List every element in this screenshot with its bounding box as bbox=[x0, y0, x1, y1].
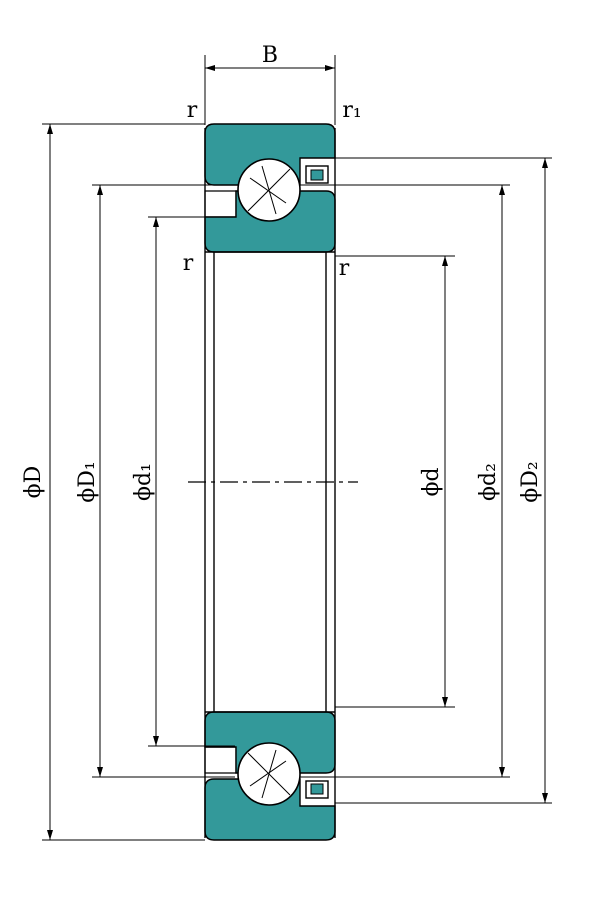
label-d1-outer: ϕD₁ bbox=[75, 461, 100, 502]
top-cage-insert bbox=[310, 169, 324, 181]
arrowhead bbox=[97, 767, 103, 777]
top-outer-ring bbox=[204, 123, 336, 186]
dimension-lines bbox=[47, 65, 548, 840]
bottom-cage-insert bbox=[310, 783, 324, 795]
arrowhead bbox=[153, 217, 159, 227]
top-inner-groove bbox=[204, 190, 237, 218]
label-bore-diameter: ϕd bbox=[419, 467, 444, 496]
label-d1-inner: ϕd₁ bbox=[131, 463, 156, 501]
label-r-inner-left: r bbox=[183, 251, 194, 276]
label-width-b: B bbox=[262, 43, 278, 68]
label-d2-outer: ϕD₂ bbox=[518, 461, 543, 502]
bottom-inner-groove bbox=[204, 746, 237, 774]
arrowhead bbox=[97, 185, 103, 195]
bottom-ball-line bbox=[261, 749, 277, 799]
arrowhead bbox=[205, 65, 215, 71]
label-r1-top-right: r₁ bbox=[342, 98, 361, 123]
arrowhead bbox=[47, 830, 53, 840]
bottom-ball-line bbox=[249, 760, 287, 787]
arrowhead bbox=[542, 158, 548, 168]
arrowhead bbox=[542, 793, 548, 803]
bottom-outer-ring bbox=[204, 778, 336, 841]
label-outer-diameter: ϕD bbox=[21, 466, 46, 499]
top-ball-line bbox=[261, 165, 277, 215]
arrowhead bbox=[499, 767, 505, 777]
label-r-inner-right: r bbox=[339, 256, 350, 281]
arrowhead bbox=[499, 185, 505, 195]
arrowhead bbox=[153, 736, 159, 746]
top-ball-line bbox=[249, 177, 287, 204]
extension-lines bbox=[42, 55, 552, 841]
arrowhead bbox=[442, 697, 448, 707]
arrowhead bbox=[325, 65, 335, 71]
label-d2-inner: ϕd₂ bbox=[476, 463, 501, 501]
arrowhead bbox=[47, 124, 53, 134]
top-section bbox=[204, 123, 336, 253]
bearing-cross-section bbox=[204, 123, 336, 841]
dimension-labels: B r r₁ r r ϕD ϕD₁ ϕd₁ ϕd ϕd₂ ϕD₂ bbox=[21, 43, 543, 503]
bottom-section bbox=[204, 711, 336, 841]
label-r-top-left: r bbox=[187, 98, 198, 123]
arrowhead bbox=[442, 256, 448, 266]
